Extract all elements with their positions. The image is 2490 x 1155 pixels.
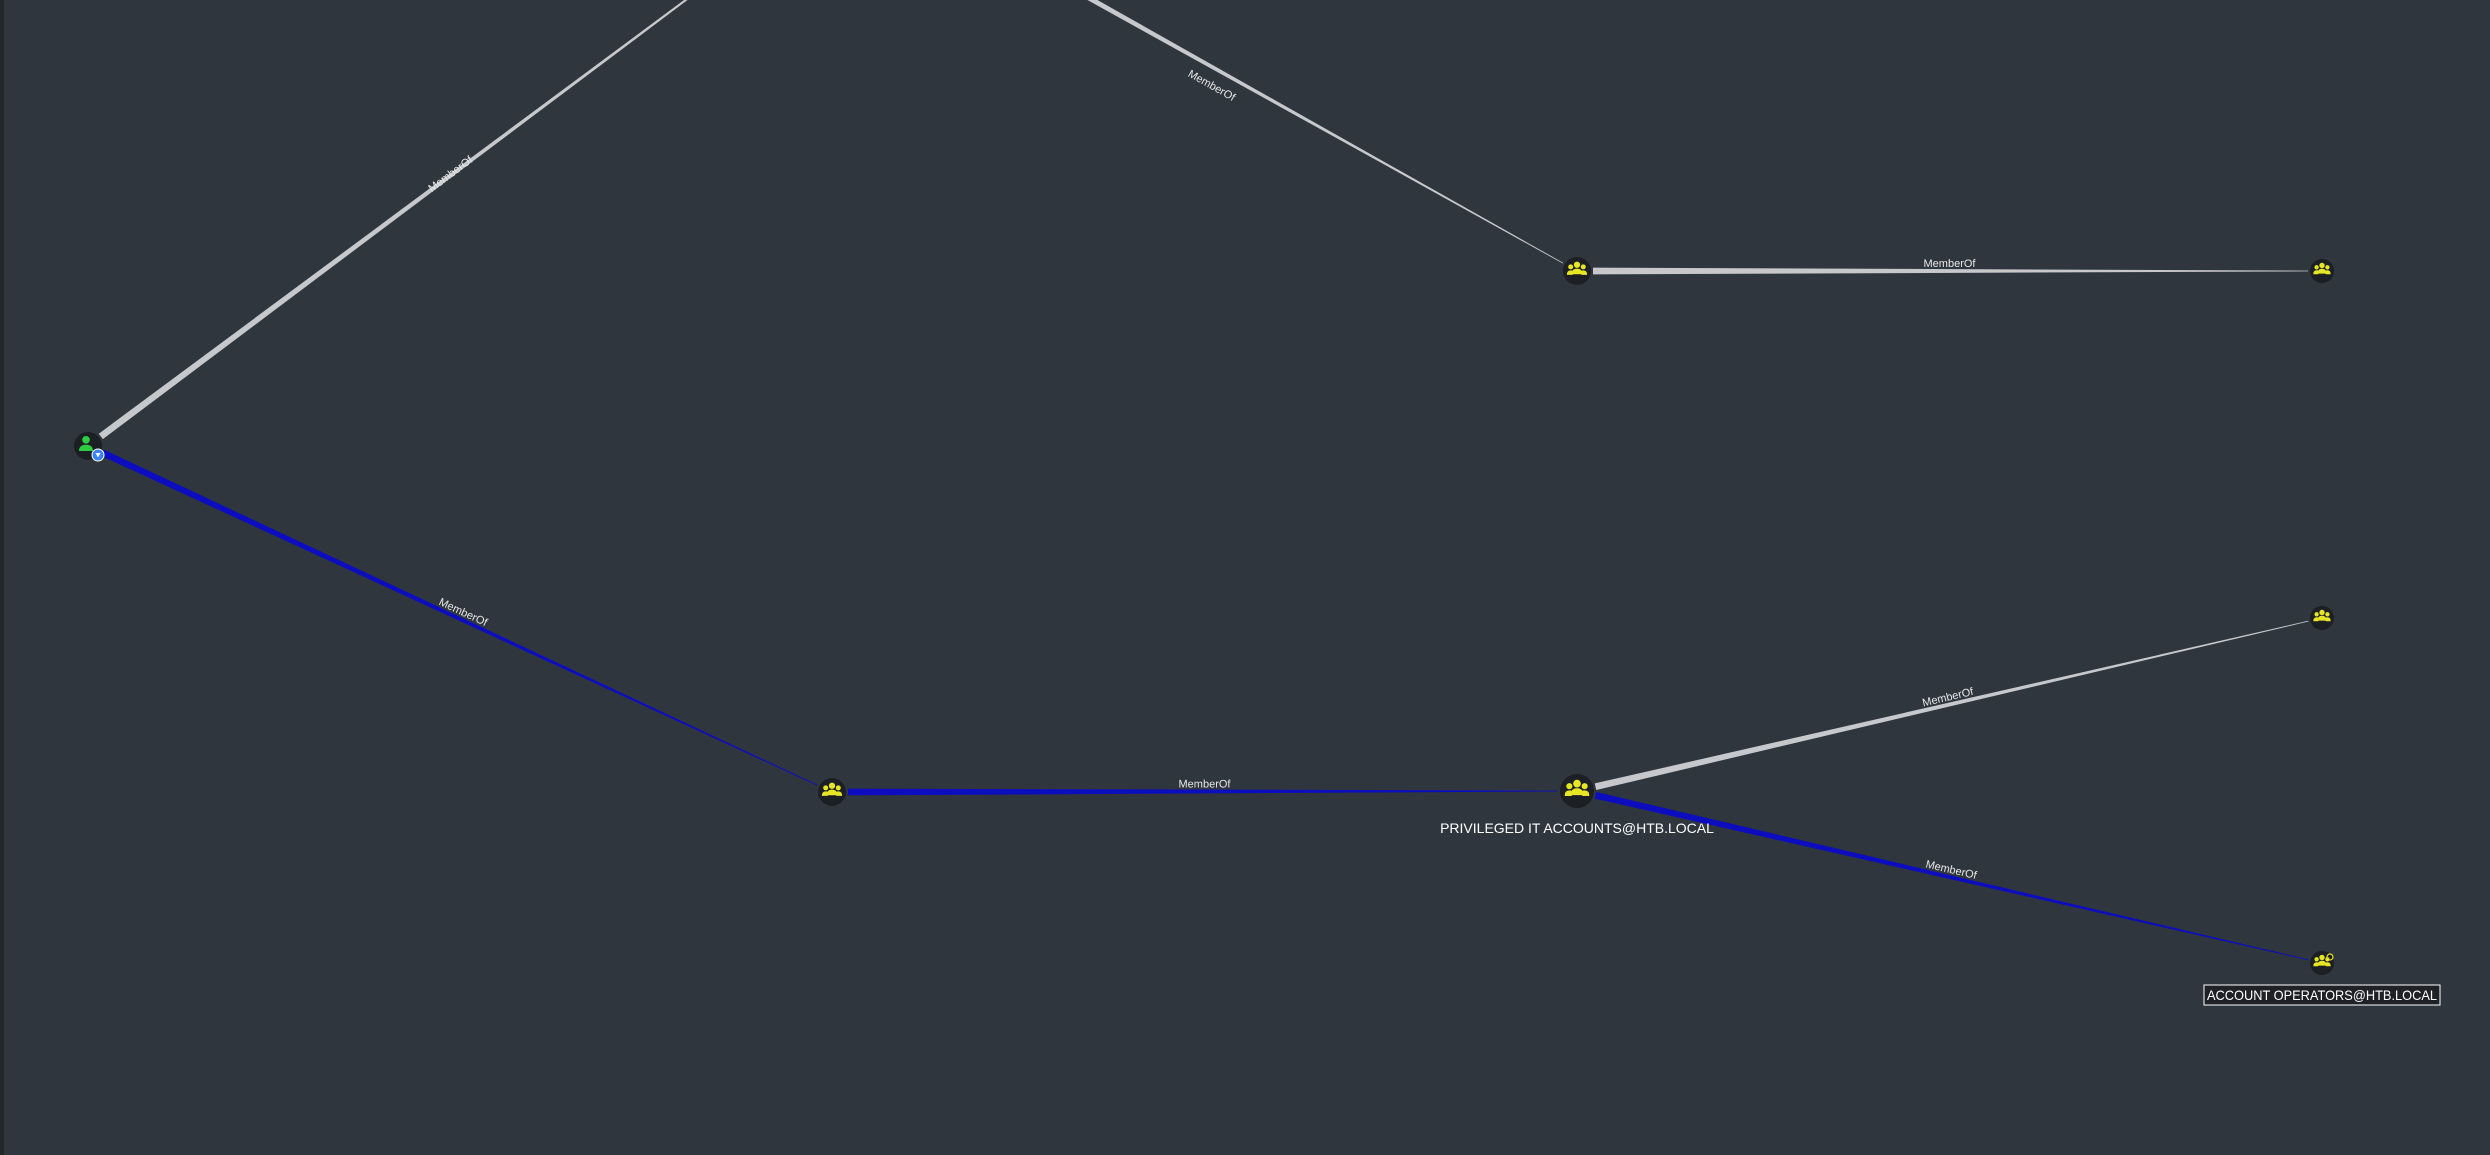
edge-label: MemberOf <box>1924 258 1977 270</box>
node-label-box <box>2203 984 2441 1006</box>
group-top-middle[interactable] <box>1563 257 1591 285</box>
node-label-privileged-it: PRIVILEGED IT ACCOUNTS@HTB.LOCAL <box>1440 820 1714 836</box>
group-top-right[interactable] <box>2310 259 2334 283</box>
node-label-account-operators: ACCOUNT OPERATORS@HTB.LOCAL <box>2203 984 2441 1006</box>
edge-line[interactable] <box>101 449 818 786</box>
edge-label: MemberOf <box>1178 778 1231 790</box>
edge-group-privileged-it-to-group-account-operators[interactable]: MemberOf <box>1594 791 2309 961</box>
edge-label: MemberOf <box>1186 68 1238 104</box>
edge-group-top-hidden-to-group-top-middle[interactable]: MemberOf <box>872 0 1564 264</box>
edge-line[interactable] <box>1594 620 2309 791</box>
edge-group-top-middle-to-group-top-right[interactable]: MemberOf <box>1593 258 2308 275</box>
edge-line[interactable] <box>98 0 848 440</box>
edge-user-node-to-group-bottom-left[interactable]: MemberOf <box>101 449 818 786</box>
node-labels-layer: PRIVILEGED IT ACCOUNTS@HTB.LOCAL ACCOUNT … <box>1440 820 2441 1006</box>
edge-label: MemberOf <box>426 153 476 194</box>
edge-line[interactable] <box>847 788 1559 796</box>
group-account-operators[interactable] <box>2310 951 2334 975</box>
canvas-left-border <box>0 0 4 1155</box>
edge-line[interactable] <box>1594 791 2309 961</box>
group-bottom-left[interactable] <box>818 778 846 806</box>
edge-group-bottom-left-to-group-privileged-it[interactable]: MemberOf <box>847 778 1559 796</box>
edge-group-privileged-it-to-group-right-middle[interactable]: MemberOf <box>1594 620 2309 791</box>
group-right-middle[interactable] <box>2310 606 2334 630</box>
edges-layer: MemberOfMemberOfMemberOfMemberOfMemberOf… <box>98 0 2309 961</box>
nodes-layer <box>74 257 2334 975</box>
edge-line[interactable] <box>1593 267 2308 275</box>
target-marker-icon <box>2326 953 2334 961</box>
node-label-text: ACCOUNT OPERATORS@HTB.LOCAL <box>2207 987 2437 1003</box>
edge-line[interactable] <box>872 0 1564 264</box>
badge-glyph-icon <box>95 453 101 458</box>
group-privileged-it[interactable] <box>1560 774 1594 808</box>
user-node[interactable] <box>74 432 105 462</box>
edge-user-node-to-group-top-hidden[interactable]: MemberOf <box>98 0 848 440</box>
